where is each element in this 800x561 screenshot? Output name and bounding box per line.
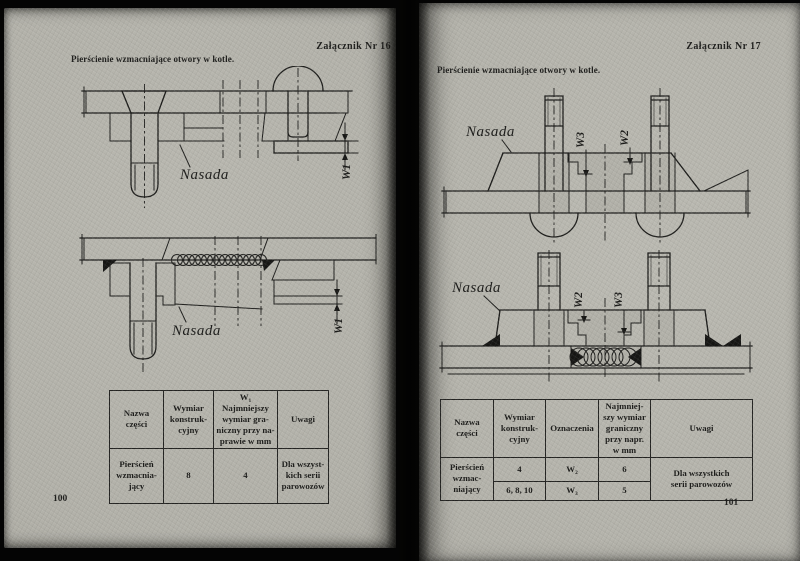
cell-dim: 4 (493, 456, 546, 482)
dim-label-w3: W3 (613, 292, 625, 308)
header-uwagi: Uwagi (277, 390, 329, 449)
table-header-row: Nazwa części Wymiar konstruk- cyjny W₁ N… (109, 390, 329, 449)
table-row: 6, 8, 10 W₃ 5 (441, 480, 753, 501)
header-oznaczenia: Oznaczenia (545, 399, 599, 458)
page-number: 101 (724, 498, 739, 508)
page-title: Pierścienie wzmacniające otwory w kotle. (71, 54, 235, 64)
table-row: Pierścień wzmac- niający 4 W₂ 6 Dla wszy… (440, 456, 753, 501)
header-uwagi: Uwagi (650, 399, 753, 458)
header-wymiar-graniczny: W₁ Najmniejszy wymiar gra- niczny przy n… (213, 390, 278, 449)
header-wymiar-graniczny: Najmniej- szy wymiar graniczny przy napr… (598, 399, 651, 458)
nasada-label: Nasada (465, 124, 515, 140)
page-title: Pierścienie wzmacniające otwory w kotle. (437, 65, 601, 75)
cell-name: Pierścień wzmac- niający (440, 456, 494, 501)
weld-seam-coil (171, 254, 267, 266)
cell-min-dim: 5 (598, 480, 651, 501)
cross-section-geometry (441, 88, 751, 244)
dim-label-w2: W2 (573, 292, 585, 308)
nasada-label: Nasada (171, 323, 221, 339)
drawing-ring-studs-welded: Nasada W2 W3 (439, 250, 753, 382)
nasada-label: Nasada (451, 280, 501, 296)
header-wymiar-konstrukcyjny: Wymiar konstruk- cyjny (163, 390, 214, 449)
nasada-label: Nasada (179, 167, 229, 183)
cell-name: Pierścień wzmacnia- jący (109, 447, 164, 504)
header-nazwa-czesci: Nazwa części (109, 390, 164, 449)
dimension-table: Nazwa części Wymiar konstruk- cyjny Ozna… (440, 399, 753, 501)
cross-section-geometry (79, 234, 377, 374)
header-nazwa-czesci: Nazwa części (440, 399, 494, 458)
cell-min-dim: 6 (598, 456, 651, 482)
cross-section-geometry (81, 66, 359, 208)
dim-label-w2: W2 (619, 130, 631, 146)
stud-bolts (537, 252, 671, 311)
drawing-ring-riveted-section: Nasada W1 (81, 66, 359, 208)
table-header-row: Nazwa części Wymiar konstruk- cyjny Ozna… (440, 399, 753, 458)
cell-uwagi: Dla wszystkich serii parowozów (650, 456, 753, 501)
page-number: 100 (53, 494, 68, 504)
cell-dim: 6, 8, 10 (493, 480, 546, 501)
dim-label-w3: W3 (575, 132, 587, 148)
table-row: Pierścień wzmacnia- jący 8 4 Dla wszyst-… (109, 447, 329, 504)
attachment-label: Załącznik Nr 16 (316, 41, 391, 52)
attachment-label: Załącznik Nr 17 (686, 41, 761, 52)
cell-dim: 8 (163, 447, 214, 504)
left-page: Załącznik Nr 16 Pierścienie wzmacniające… (4, 8, 396, 548)
cross-section-geometry (439, 250, 753, 382)
cell-uwagi: Dla wszyst- kich serii parowozów (277, 447, 329, 504)
right-page: Załącznik Nr 17 Pierścienie wzmacniające… (419, 3, 800, 561)
drawing-ring-welded-section: Nasada W1 (79, 234, 377, 374)
dim-label-w1: W1 (333, 318, 345, 334)
dimension-table: Nazwa części Wymiar konstruk- cyjny W₁ N… (109, 390, 329, 504)
cell-symbol: W₃ (545, 480, 599, 501)
cell-symbol: W₂ (545, 456, 599, 482)
dim-label-w1: W1 (341, 164, 353, 180)
header-wymiar-konstrukcyjny: Wymiar konstruk- cyjny (493, 399, 546, 458)
drawing-ring-studs-rivets: Nasada W3 W2 (441, 88, 751, 244)
cell-min-dim: 4 (213, 447, 278, 504)
